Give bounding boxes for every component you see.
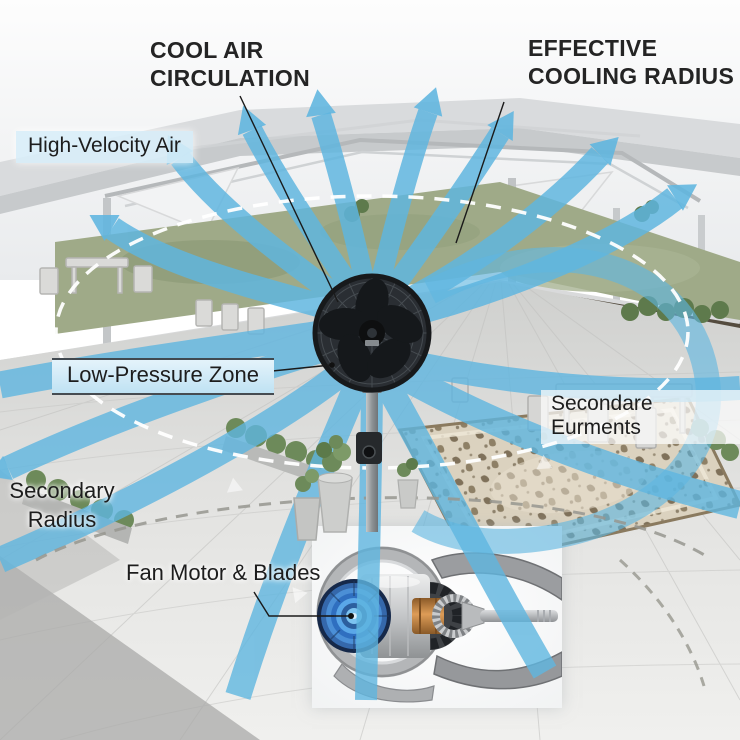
- motor-blue-cap: [317, 579, 391, 653]
- motor-cutaway-inset: [312, 526, 562, 708]
- label-effective-cooling-radius: EFFECTIVE COOLING RADIUS: [528, 35, 735, 90]
- label-secondary-radius: Secondary Radius: [9, 478, 115, 532]
- label-high-velocity-air: High-Velocity Air: [16, 131, 193, 163]
- label-low-pressure-zone: Low-Pressure Zone: [52, 358, 274, 395]
- label-cool-air-circulation: COOL AIR CIRCULATION: [150, 37, 311, 92]
- label-secondare-eurments: Secondare Eurments: [541, 390, 740, 444]
- label-fan-motor-blades: Fan Motor & Blades: [126, 560, 321, 585]
- motor-shaft: [480, 610, 558, 622]
